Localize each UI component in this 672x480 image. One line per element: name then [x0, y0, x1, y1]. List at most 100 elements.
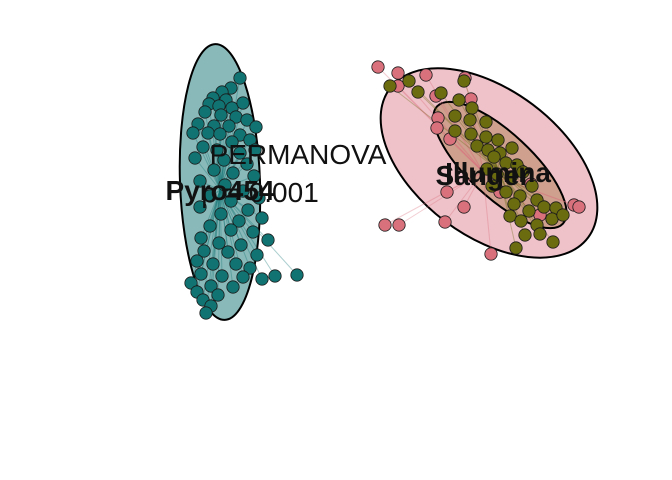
spider-line-sanger: [384, 171, 484, 226]
point-illumina: [499, 185, 513, 199]
point-pyro454: [221, 245, 235, 259]
group-label-illumina: Illumina: [445, 157, 551, 188]
point-pyro454: [243, 261, 257, 275]
point-illumina: [485, 179, 499, 193]
spider-line-sanger: [444, 171, 484, 223]
point-pyro454: [186, 126, 200, 140]
point-pyro454: [207, 163, 221, 177]
point-sanger: [484, 247, 498, 261]
spider-line-illumina: [497, 169, 517, 249]
point-pyro454: [196, 140, 210, 154]
point-pyro454: [212, 236, 226, 250]
spider-line-pyro454: [219, 189, 229, 253]
point-illumina: [470, 139, 484, 153]
point-pyro454: [210, 143, 224, 157]
point-pyro454: [226, 166, 240, 180]
point-illumina: [463, 113, 477, 127]
point-pyro454: [229, 257, 243, 271]
point-pyro454: [190, 254, 204, 268]
point-pyro454: [236, 96, 250, 110]
spider-line-illumina: [389, 85, 499, 171]
point-illumina: [518, 228, 532, 242]
point-pyro454: [194, 231, 208, 245]
point-illumina: [448, 124, 462, 138]
point-pyro454: [240, 113, 254, 127]
point-pyro454: [224, 194, 238, 208]
point-pyro454: [234, 238, 248, 252]
point-sanger: [378, 218, 392, 232]
point-illumina: [525, 179, 539, 193]
point-illumina: [537, 200, 551, 214]
point-pyro454: [225, 135, 239, 149]
point-pyro454: [247, 169, 261, 183]
spider-line-illumina: [497, 169, 530, 212]
point-pyro454: [241, 203, 255, 217]
spider-line-pyro454: [202, 189, 221, 301]
point-pyro454: [197, 244, 211, 258]
spider-line-pyro454: [192, 132, 221, 191]
point-pyro454: [248, 143, 262, 157]
permanova-pvalue: p = 0.001: [201, 177, 319, 208]
spider-line-pyro454: [219, 189, 254, 233]
point-illumina: [490, 167, 504, 181]
point-sanger: [572, 200, 586, 214]
point-illumina: [487, 150, 501, 164]
point-illumina: [411, 85, 425, 99]
spider-line-pyro454: [200, 189, 221, 239]
spider-line-pyro454: [219, 189, 234, 288]
point-pyro454: [217, 153, 231, 167]
point-illumina: [457, 74, 471, 88]
point-illumina: [465, 101, 479, 115]
point-pyro454: [261, 233, 275, 247]
spider-line-pyro454: [197, 123, 221, 191]
spider-line-sanger: [437, 117, 484, 173]
spider-line-sanger: [463, 171, 484, 208]
spider-line-pyro454: [194, 157, 221, 191]
point-pyro454: [215, 269, 229, 283]
point-pyro454: [203, 219, 217, 233]
point-pyro454: [211, 288, 225, 302]
point-illumina: [556, 208, 570, 222]
point-pyro454: [240, 157, 254, 171]
spider-line-sanger: [482, 171, 492, 255]
point-illumina: [522, 204, 536, 218]
point-sanger: [457, 200, 471, 214]
point-illumina: [434, 86, 448, 100]
point-illumina: [509, 241, 523, 255]
point-illumina: [383, 79, 397, 93]
spider-line-pyro454: [219, 189, 263, 219]
point-illumina: [545, 212, 559, 226]
point-pyro454: [194, 267, 208, 281]
point-pyro454: [236, 184, 250, 198]
point-illumina: [546, 235, 560, 249]
point-pyro454: [255, 211, 269, 225]
point-pyro454: [232, 214, 246, 228]
point-pyro454: [218, 178, 232, 192]
spider-line-pyro454: [207, 132, 221, 191]
point-illumina: [504, 170, 518, 184]
point-pyro454: [213, 127, 227, 141]
point-illumina: [452, 93, 466, 107]
point-pyro454: [193, 200, 207, 214]
point-pyro454: [246, 225, 260, 239]
permanova-title: PERMANOVA: [210, 139, 387, 170]
point-sanger: [391, 66, 405, 80]
group-label-pyro454: Pyro454: [166, 175, 275, 206]
spider-line-pyro454: [219, 77, 241, 191]
point-illumina: [479, 115, 493, 129]
point-sanger: [438, 215, 452, 229]
point-pyro454: [250, 248, 264, 262]
point-sanger: [392, 218, 406, 232]
point-pyro454: [204, 279, 218, 293]
point-pyro454: [224, 223, 238, 237]
spider-line-pyro454: [219, 189, 242, 246]
point-pyro454: [188, 151, 202, 165]
point-sanger: [440, 185, 454, 199]
point-illumina: [514, 214, 528, 228]
spider-line-sanger: [446, 171, 484, 193]
point-illumina: [516, 165, 530, 179]
point-sanger: [430, 121, 444, 135]
spider-line-illumina: [497, 169, 538, 201]
point-pyro454: [198, 105, 212, 119]
